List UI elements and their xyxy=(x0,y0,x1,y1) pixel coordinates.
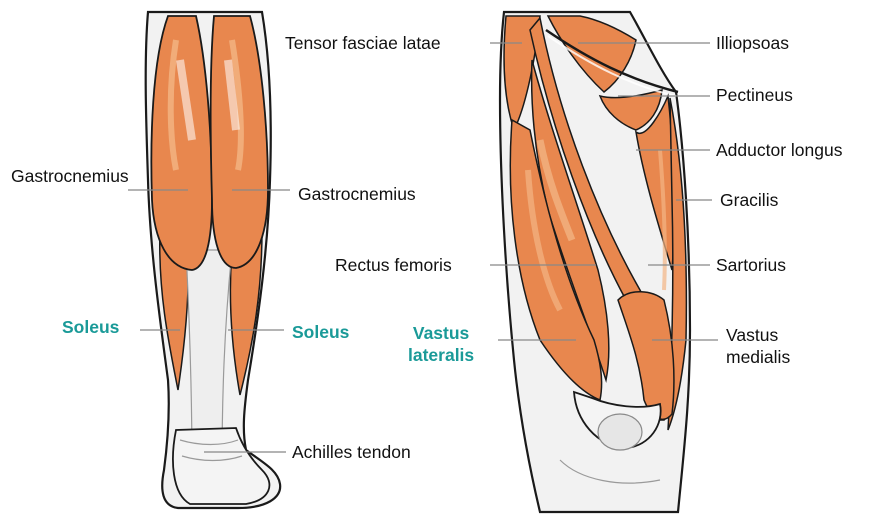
label-vastus-medialis: Vastus medialis xyxy=(726,324,790,368)
label-gracilis: Gracilis xyxy=(720,190,778,210)
thigh-figure xyxy=(500,12,690,512)
label-gastrocnemius-left: Gastrocnemius xyxy=(11,166,129,186)
calf-figure xyxy=(146,12,280,508)
label-soleus-left: Soleus xyxy=(62,317,119,337)
label-vastus-lateralis-line1: Vastus xyxy=(408,322,474,344)
heel-shape xyxy=(173,428,269,504)
label-rectus-femoris: Rectus femoris xyxy=(335,255,452,275)
label-sartorius: Sartorius xyxy=(716,255,786,275)
label-tensor-fasciae-latae: Tensor fasciae latae xyxy=(285,33,441,53)
label-vastus-lateralis: Vastus lateralis xyxy=(408,322,474,366)
label-achilles-tendon: Achilles tendon xyxy=(292,442,411,462)
label-soleus-right: Soleus xyxy=(292,322,349,342)
label-vastus-medialis-line1: Vastus xyxy=(726,324,790,346)
label-vastus-medialis-line2: medialis xyxy=(726,346,790,368)
label-gastrocnemius-right: Gastrocnemius xyxy=(298,184,416,204)
label-pectineus: Pectineus xyxy=(716,85,793,105)
label-vastus-lateralis-line2: lateralis xyxy=(408,344,474,366)
label-adductor-longus: Adductor longus xyxy=(716,140,842,160)
label-iliopsoas: Illiopsoas xyxy=(716,33,789,53)
gastrocnemius-left-muscle xyxy=(151,16,212,270)
